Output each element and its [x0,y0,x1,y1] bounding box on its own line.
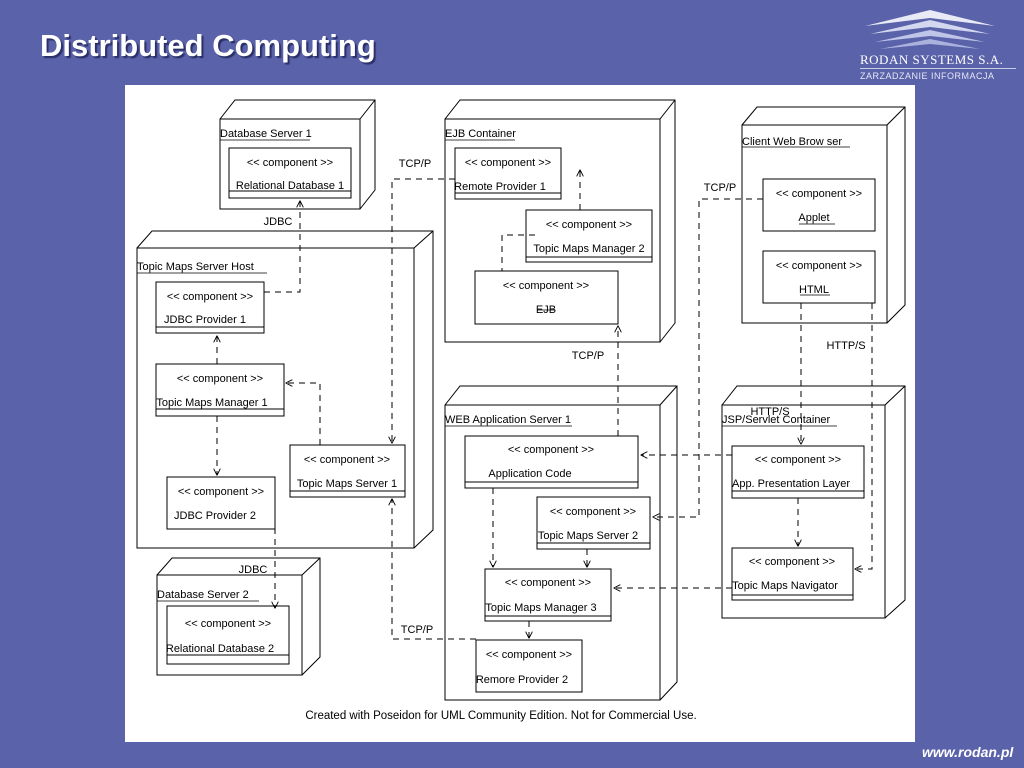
node-tmhost [136,230,434,549]
component-appcode-name: Application Code [488,468,571,480]
stereotype-label: << component >> [776,260,862,272]
component-remote1 [454,147,562,200]
stereotype-label: << component >> [550,506,636,518]
component-tmnav [731,547,854,601]
node-db1 [219,99,376,210]
stereotype-label: << component >> [465,157,551,169]
dep-client-tmnav [855,303,873,569]
node-client-label: Client Web Brow ser [742,136,842,148]
node-ejb [444,99,676,343]
component-tmm1-name: Topic Maps Manager 1 [156,397,267,409]
dep-tms1-tmm1 [286,383,321,445]
label-https-jsp: HTTP/S [750,406,789,418]
label-jdbc-db1: JDBC [264,216,293,228]
component-applet [762,178,876,232]
stereotype-label: << component >> [505,577,591,589]
stereotype-label: << component >> [508,444,594,456]
stereotype-label: << component >> [167,291,253,303]
stereotype-label: << component >> [546,219,632,231]
dep-tcp-remote1-tms1 [392,178,455,443]
dep-tcp-remote2-tms1 [392,499,476,640]
slide-title: Distributed Computing [40,28,376,63]
stereotype-label: << component >> [749,556,835,568]
diagram-canvas: Database Server 1 EJB Container Client W… [125,85,915,742]
stereotype-label: << component >> [247,157,333,169]
component-tmm1 [155,363,285,417]
company-logo [865,10,995,49]
component-jdbc1-name: JDBC Provider 1 [164,314,246,326]
component-jdbc1 [155,281,265,334]
component-reldb1 [228,147,352,199]
dep-jdbc1-db1 [264,201,300,293]
stereotype-label: << component >> [755,454,841,466]
component-remote2-name: Remore Provider 2 [476,674,568,686]
node-db2-label: Database Server 2 [157,589,249,601]
component-jdbc2-name: JDBC Provider 2 [174,510,256,522]
component-tms2-name: Topic Maps Server 2 [538,530,638,542]
component-appcode [464,435,639,489]
label-https-client: HTTP/S [826,340,865,352]
diagram-footer-note: Created with Poseidon for UML Community … [305,710,696,722]
component-reldb1-name: Relational Database 1 [236,180,344,192]
component-applet-name: Applet [798,212,829,224]
node-was-label: WEB Application Server 1 [445,414,571,426]
component-ejb-name: EJB [536,304,556,316]
component-remote1-name: Remote Provider 1 [454,181,546,193]
component-tmnav-name: Topic Maps Navigator [732,580,838,592]
component-remote2 [475,639,583,693]
component-tms1-name: Topic Maps Server 1 [297,478,397,490]
stereotype-label: << component >> [486,649,572,661]
deployment-diagram: Database Server 1 EJB Container Client W… [136,99,906,722]
node-jsp-label: JSP/Servlet Container [722,414,831,426]
label-tcp-ejb: TCP/P [572,350,604,362]
logo-divider [860,68,1016,69]
component-tmm2 [525,209,653,263]
dep-tmm2-ejb [501,234,535,271]
component-tmm3-name: Topic Maps Manager 3 [485,602,596,614]
node-jsp [721,385,906,619]
dep-applet-tms2 [653,198,763,517]
component-tms1 [289,444,406,498]
label-jdbc-db2: JDBC [239,564,268,576]
component-tmm2-name: Topic Maps Manager 2 [533,243,644,255]
component-tmm3 [484,568,612,622]
node-db1-label: Database Server 1 [220,128,312,140]
component-jdbc2 [166,476,276,530]
component-html [762,250,876,304]
label-tcp-remote1: TCP/P [399,158,431,170]
component-reldb2-name: Relational Database 2 [166,643,274,655]
component-tms2 [536,496,651,550]
company-name: RODAN SYSTEMS S.A. [860,52,1004,67]
stereotype-label: << component >> [177,373,263,385]
stereotype-label: << component >> [776,188,862,200]
stereotype-label: << component >> [185,618,271,630]
label-tcp-applet: TCP/P [704,182,736,194]
component-html-name: HTML [799,284,829,296]
node-was [444,385,678,701]
component-apl-name: App. Presentation Layer [732,478,850,490]
component-ejb [474,270,619,325]
stereotype-label: << component >> [304,454,390,466]
label-tcp-remote2: TCP/P [401,624,433,636]
website-url: www.rodan.pl [922,744,1014,760]
company-tagline: ZARZADZANIE INFORMACJA [860,71,995,81]
node-ejb-label: EJB Container [445,128,516,140]
stereotype-label: << component >> [178,486,264,498]
node-client [741,106,906,324]
node-tmhost-label: Topic Maps Server Host [137,261,254,273]
node-db2 [156,557,321,676]
component-reldb2 [166,605,290,665]
stereotype-label: << component >> [503,280,589,292]
